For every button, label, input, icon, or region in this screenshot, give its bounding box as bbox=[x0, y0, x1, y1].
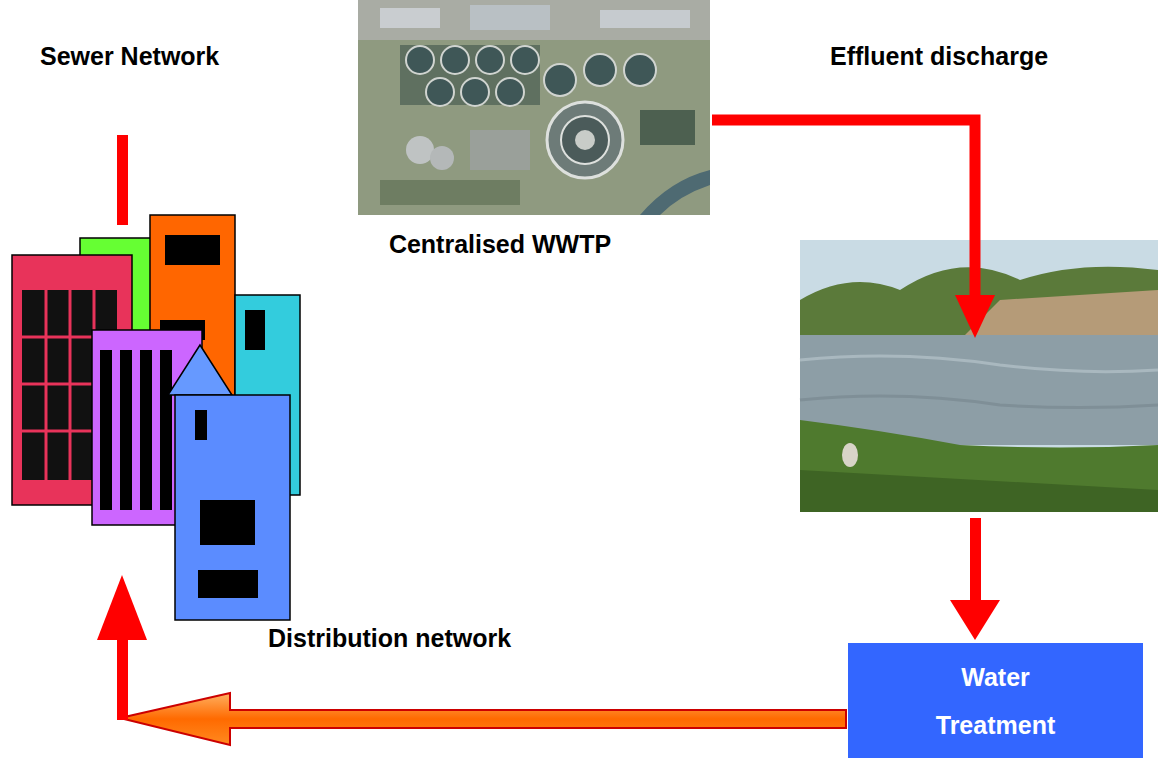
box-label: Water Treatment bbox=[926, 653, 1066, 749]
flow-arrows bbox=[950, 600, 1000, 640]
wwtp-photo bbox=[470, 130, 530, 170]
river-photo bbox=[842, 443, 858, 467]
wwtp-photo bbox=[584, 54, 616, 86]
flow-label: Distribution network bbox=[268, 624, 511, 653]
treatment-box: Water Treatment bbox=[848, 643, 1143, 758]
city-buildings bbox=[195, 410, 207, 440]
city-buildings bbox=[245, 310, 265, 350]
wwtp-photo bbox=[441, 46, 469, 74]
wwtp-photo bbox=[358, 0, 710, 215]
wwtp-photo bbox=[547, 102, 623, 178]
wwtp-photo bbox=[640, 170, 710, 215]
wwtp-photo bbox=[640, 110, 695, 145]
wwtp-photo bbox=[461, 78, 489, 106]
wwtp-photo bbox=[358, 0, 710, 215]
wwtp-photo bbox=[406, 46, 434, 74]
flow-arrows bbox=[97, 575, 147, 640]
wwtp-photo bbox=[575, 130, 595, 150]
city-buildings bbox=[160, 350, 172, 510]
city-buildings bbox=[12, 215, 300, 620]
flow-arrows bbox=[117, 135, 128, 225]
city-buildings bbox=[140, 350, 152, 510]
wwtp-photo bbox=[624, 54, 656, 86]
wwtp-photo bbox=[511, 46, 539, 74]
flow-label: Sewer Network bbox=[40, 42, 219, 71]
flow-arrows bbox=[955, 295, 995, 338]
wwtp-photo bbox=[600, 10, 690, 28]
wwtp-photo bbox=[380, 8, 440, 28]
city-buildings bbox=[165, 235, 220, 265]
flow-arrows bbox=[120, 693, 846, 745]
plant-caption-node: Centralised WWTP bbox=[358, 0, 710, 259]
flow-arrows bbox=[712, 120, 975, 300]
flow-arrows bbox=[117, 638, 128, 720]
wwtp-photo bbox=[358, 0, 710, 40]
city-buildings bbox=[100, 350, 112, 510]
wwtp-photo bbox=[406, 136, 434, 164]
river-photo bbox=[800, 470, 1158, 512]
wwtp-photo bbox=[380, 180, 520, 205]
river-photo bbox=[800, 420, 1158, 512]
flow-label: Effluent discharge bbox=[830, 42, 1048, 71]
river-photo bbox=[800, 396, 1158, 408]
flow-arrows bbox=[970, 518, 981, 602]
wwtp-photo bbox=[561, 116, 609, 164]
wwtp-photo bbox=[426, 78, 454, 106]
wwtp-photo bbox=[400, 45, 540, 105]
plant-caption: Centralised WWTP bbox=[345, 229, 655, 259]
wwtp-photo bbox=[470, 5, 550, 30]
city-buildings bbox=[198, 570, 258, 598]
city-buildings bbox=[200, 500, 255, 545]
city-buildings bbox=[120, 350, 132, 510]
city-buildings bbox=[175, 395, 290, 620]
river-photo bbox=[800, 356, 1158, 372]
wwtp-photo bbox=[496, 78, 524, 106]
city-buildings bbox=[168, 345, 232, 395]
wwtp-photo bbox=[476, 46, 504, 74]
wwtp-photo bbox=[430, 146, 454, 170]
wwtp-photo bbox=[544, 64, 576, 96]
